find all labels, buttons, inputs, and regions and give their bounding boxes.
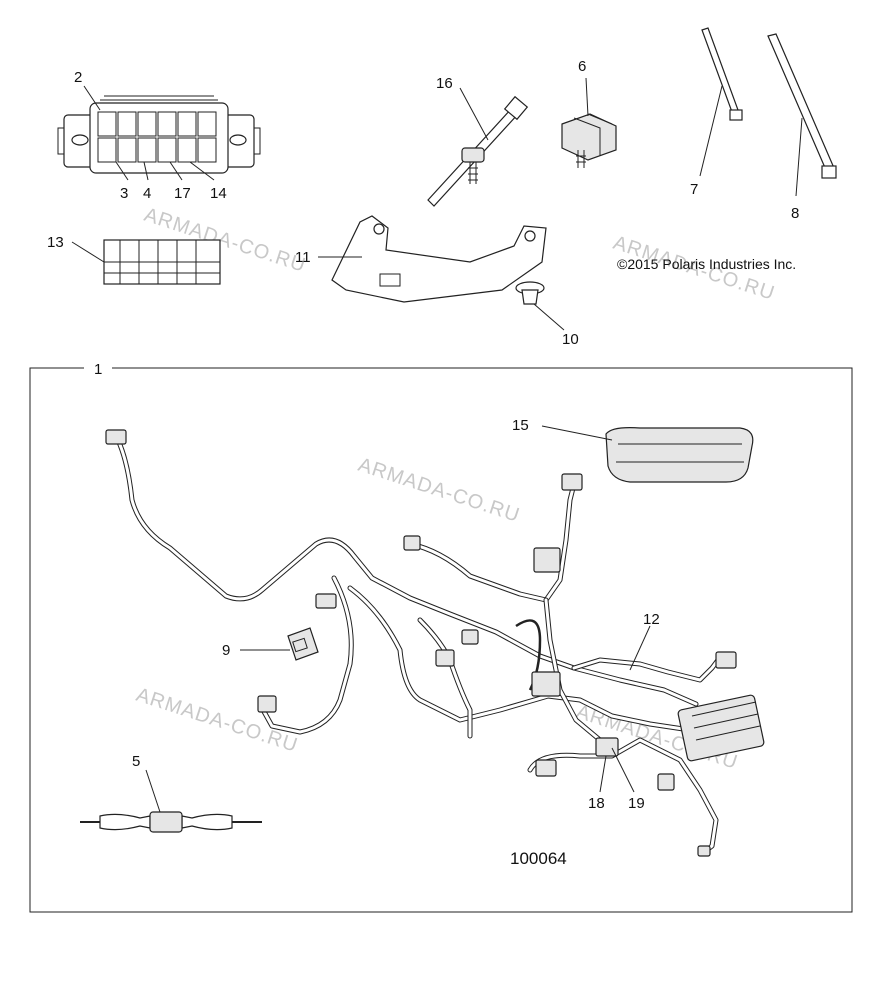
cover-part-15 — [541, 425, 754, 483]
clip-part-6 — [561, 77, 617, 168]
assembly-frame — [29, 367, 853, 913]
leader-7 — [699, 85, 723, 177]
callout-13: 13 — [47, 234, 64, 251]
watermark-3: ARMADA-CO.RU — [355, 454, 522, 527]
callout-16: 16 — [436, 75, 453, 92]
callout-15: 15 — [512, 417, 529, 434]
cable-tie-part-7 — [699, 27, 743, 177]
leader-13 — [71, 241, 105, 263]
callout-3: 3 — [120, 185, 128, 202]
leader-5 — [145, 769, 161, 813]
wiring-harness — [105, 429, 765, 857]
callout-8: 8 — [791, 205, 799, 222]
fuse-holder-part-5 — [80, 769, 262, 833]
copyright-text: ©2015 Polaris Industries Inc. — [617, 256, 796, 272]
label-part-13 — [71, 239, 221, 285]
callouts: 2 3 4 17 14 13 16 6 7 8 11 10 1 15 9 12 … — [47, 58, 799, 812]
leader-17 — [169, 161, 183, 181]
callout-4: 4 — [143, 185, 151, 202]
callout-12: 12 — [643, 611, 660, 628]
watermark-4: ARMADA-CO.RU — [133, 684, 300, 757]
leader-19 — [611, 747, 635, 793]
callout-10: 10 — [562, 331, 579, 348]
leader-12 — [629, 625, 651, 671]
callout-6: 6 — [578, 58, 586, 75]
bracket-part-11 — [318, 215, 547, 303]
leader-10 — [533, 303, 565, 331]
leader-3 — [115, 161, 129, 181]
callout-9: 9 — [222, 642, 230, 659]
callout-2: 2 — [74, 69, 82, 86]
cable-tie-part-8 — [767, 33, 837, 197]
callout-5: 5 — [132, 753, 140, 770]
leader-15 — [541, 425, 613, 441]
callout-17: 17 — [174, 185, 191, 202]
callout-18: 18 — [588, 795, 605, 812]
rivet-part-10 — [515, 281, 565, 331]
leader-4 — [143, 161, 149, 181]
callout-7: 7 — [690, 181, 698, 198]
callout-19: 19 — [628, 795, 645, 812]
leader-14 — [189, 161, 215, 181]
leader-18 — [599, 755, 607, 793]
frame-border — [29, 367, 853, 913]
diagram-part-number: 100064 — [510, 849, 567, 868]
connector-part-9 — [287, 627, 319, 661]
cable-tie-part-16 — [427, 87, 529, 207]
leader-16 — [459, 87, 489, 141]
fuse-box-part-2 — [57, 85, 261, 181]
callout-14: 14 — [210, 185, 227, 202]
leader-8 — [795, 117, 803, 197]
harness-fuse-box — [677, 694, 765, 762]
leader-2 — [83, 85, 101, 111]
callout-1: 1 — [94, 361, 102, 378]
callout-11: 11 — [295, 249, 311, 266]
leader-6 — [585, 77, 589, 117]
